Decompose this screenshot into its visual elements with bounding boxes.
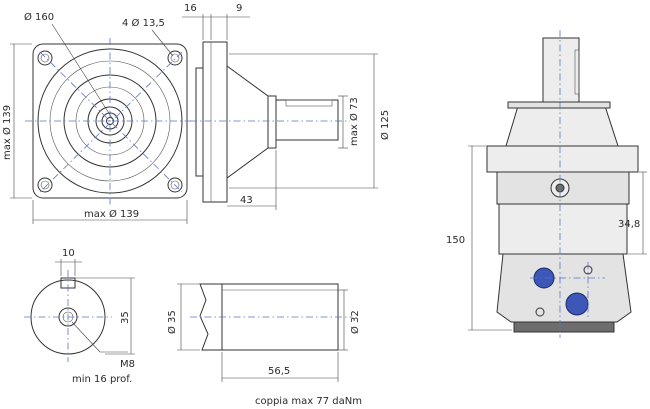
- leader-holes: [151, 29, 174, 57]
- bolt-hole-tl: [37, 50, 53, 66]
- torque-note: coppia max 77 daNm: [255, 396, 362, 407]
- bolt-hole-bl-inner: [40, 180, 50, 190]
- label-10: 10: [62, 248, 75, 259]
- label-16: 16: [184, 3, 197, 14]
- label-35: 35: [120, 311, 131, 324]
- shaft-side-view: Ø 35 Ø 32 56,5: [166, 283, 361, 382]
- label-d35: Ø 35: [166, 310, 178, 334]
- label-d160: Ø 160: [24, 11, 54, 23]
- bolt-hole-tl-inner: [40, 53, 50, 63]
- motor-port-b: [565, 292, 589, 316]
- bolt-hole-bl: [37, 177, 53, 193]
- motor-flange-upper: [505, 105, 619, 147]
- label-m8: M8: [120, 359, 135, 370]
- label-56: 56,5: [268, 366, 290, 377]
- motor-bolt-2: [535, 307, 545, 317]
- motor-view: 150 34,8: [446, 30, 647, 338]
- motor-housing-lower: [496, 253, 632, 323]
- label-9: 9: [236, 3, 242, 14]
- motor-shaft: [542, 37, 580, 103]
- side-neck: [226, 65, 269, 179]
- label-d32: Ø 32: [349, 310, 361, 334]
- front-centerline-diag1: [39, 51, 183, 193]
- side-pilot: [195, 67, 204, 177]
- label-d73: max Ø 73: [348, 97, 360, 146]
- side-keyway: [285, 99, 333, 107]
- bolt-hole-tr-inner: [170, 53, 180, 63]
- motor-shaft-key: [574, 49, 580, 95]
- label-43: 43: [240, 195, 253, 206]
- front-view: Ø 160 4 Ø 13,5 max Ø 139 max Ø 139: [1, 11, 195, 224]
- label-150: 150: [446, 235, 465, 246]
- side-flange-plate: [202, 41, 228, 203]
- side-view: 16 9 max Ø 73 Ø 125 43: [182, 3, 391, 210]
- motor-flange-rim: [507, 101, 611, 109]
- bolt-hole-br-inner: [170, 180, 180, 190]
- label-min16: min 16 prof.: [72, 374, 132, 385]
- label-max139-v: max Ø 139: [1, 105, 13, 160]
- shaft-end-view: 10 35 M8 min 16 prof.: [24, 248, 135, 385]
- label-holes: 4 Ø 13,5: [122, 17, 165, 29]
- leader-d160: [51, 23, 113, 119]
- bolt-hole-br: [167, 177, 183, 193]
- leader-m8: [71, 321, 101, 353]
- label-max139-h: max Ø 139: [84, 208, 139, 220]
- motor-housing-mid: [498, 203, 628, 255]
- side-shoulder: [267, 95, 277, 149]
- label-d125: Ø 125: [379, 110, 391, 140]
- motor-flange-plate: [486, 145, 639, 173]
- front-centerline-diag2: [39, 51, 183, 193]
- bolt-hole-tr: [167, 50, 183, 66]
- label-348: 34,8: [618, 219, 640, 230]
- motor-end-cap: [513, 321, 615, 333]
